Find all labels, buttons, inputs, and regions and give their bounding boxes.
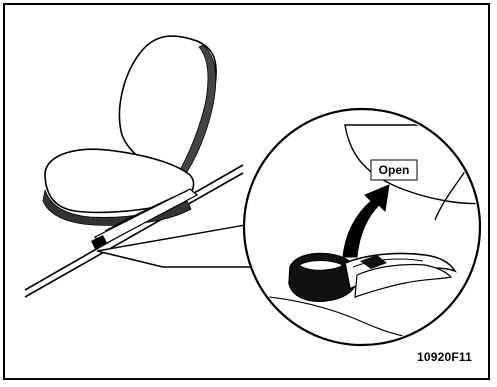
illustration-frame: Open 10920F11 bbox=[3, 3, 490, 380]
open-label: Open bbox=[379, 163, 410, 177]
seat-lever-illustration: Open bbox=[5, 5, 492, 382]
figure-id: 10920F11 bbox=[417, 350, 472, 364]
